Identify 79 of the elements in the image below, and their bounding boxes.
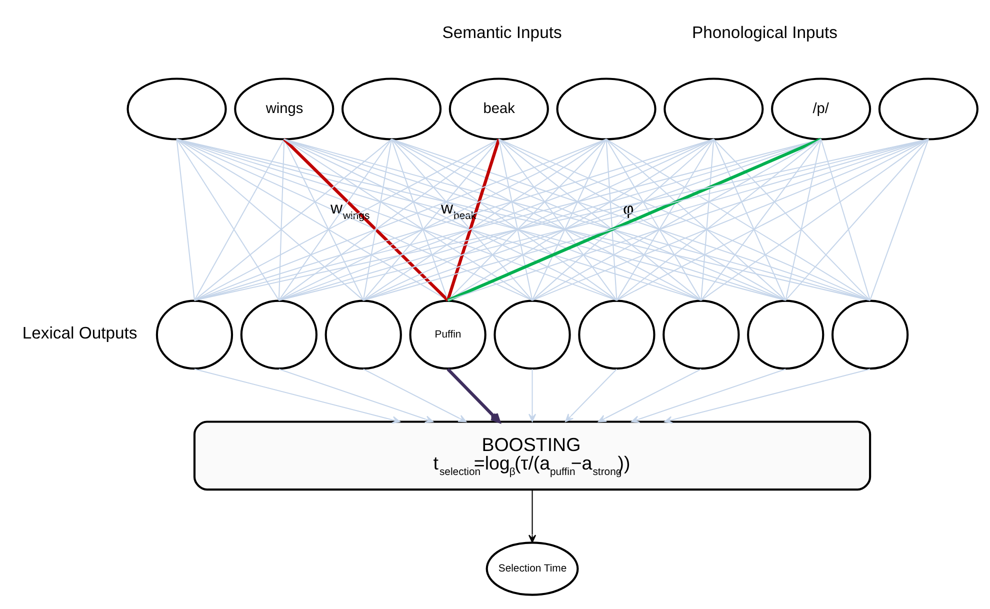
connector [713, 138, 870, 300]
connector [713, 138, 786, 300]
connector [532, 138, 607, 300]
connector [448, 138, 714, 300]
arrow [528, 368, 536, 422]
node-ellipse [324, 299, 402, 370]
connector [616, 138, 822, 300]
connector [498, 138, 533, 300]
connector [700, 138, 822, 300]
node-ellipse: Selection Time [486, 541, 579, 596]
connector [785, 138, 822, 300]
connector [278, 138, 392, 300]
arrow [598, 368, 702, 422]
connector [700, 138, 929, 300]
node-ellipse [831, 299, 909, 370]
connector [283, 138, 449, 301]
connector [606, 138, 618, 300]
connector [278, 138, 285, 300]
node-ellipse [578, 299, 656, 370]
connector [498, 138, 870, 300]
node-circle: Puffin [409, 299, 486, 370]
arrow [363, 368, 467, 422]
connector [498, 138, 786, 300]
label: Lexical Outputs [22, 323, 138, 342]
node-ellipse: beak [448, 77, 549, 140]
connector [616, 138, 714, 300]
arrow [446, 368, 500, 423]
connector [446, 138, 500, 300]
arrow [565, 368, 618, 422]
connector [176, 138, 364, 300]
node-ellipse: wings [234, 77, 334, 140]
connector [532, 138, 822, 300]
node-ellipse [664, 77, 764, 140]
node-ellipse [747, 299, 824, 370]
node-ellipse [662, 299, 740, 370]
node-ellipse [494, 299, 571, 370]
connector [391, 138, 533, 300]
node-ellipse [240, 299, 318, 370]
connector [176, 138, 195, 300]
node-ellipse [126, 77, 227, 140]
connector [391, 138, 618, 300]
connector [498, 138, 702, 300]
connector [700, 138, 714, 300]
connector [176, 138, 280, 300]
connector [785, 138, 929, 300]
connector [176, 138, 448, 300]
connector [194, 138, 285, 300]
arrow [278, 368, 434, 422]
connector [362, 138, 500, 300]
connector [363, 138, 607, 300]
connector [870, 138, 929, 300]
node-box: BOOSTING t$_{selection}$=log$_{β}$(τ/(a$_{puffin}$−a$_{strong}$)) [193, 420, 872, 490]
connector [606, 138, 702, 300]
connector [447, 137, 822, 302]
node-ellipse [156, 299, 234, 370]
connector [616, 138, 929, 300]
connector [284, 138, 533, 300]
connector [532, 138, 929, 300]
connector [447, 138, 607, 300]
connector [362, 138, 392, 300]
connector [391, 138, 870, 300]
label: Phonological Inputs [692, 22, 838, 42]
arrow [528, 489, 536, 542]
label: Semantic Inputs [442, 22, 562, 42]
connector [606, 138, 786, 300]
node-ellipse: /p/ [771, 77, 872, 140]
connector [606, 138, 870, 300]
connector [194, 138, 392, 300]
arrow [194, 368, 400, 424]
connector [532, 138, 714, 300]
connector [820, 138, 871, 300]
arrow [664, 368, 870, 424]
node-ellipse [556, 77, 656, 140]
node-ellipse [878, 77, 978, 140]
arrow [631, 368, 786, 422]
connector [498, 138, 618, 300]
node-ellipse [341, 77, 442, 140]
connector [278, 138, 500, 300]
connector [391, 138, 448, 300]
